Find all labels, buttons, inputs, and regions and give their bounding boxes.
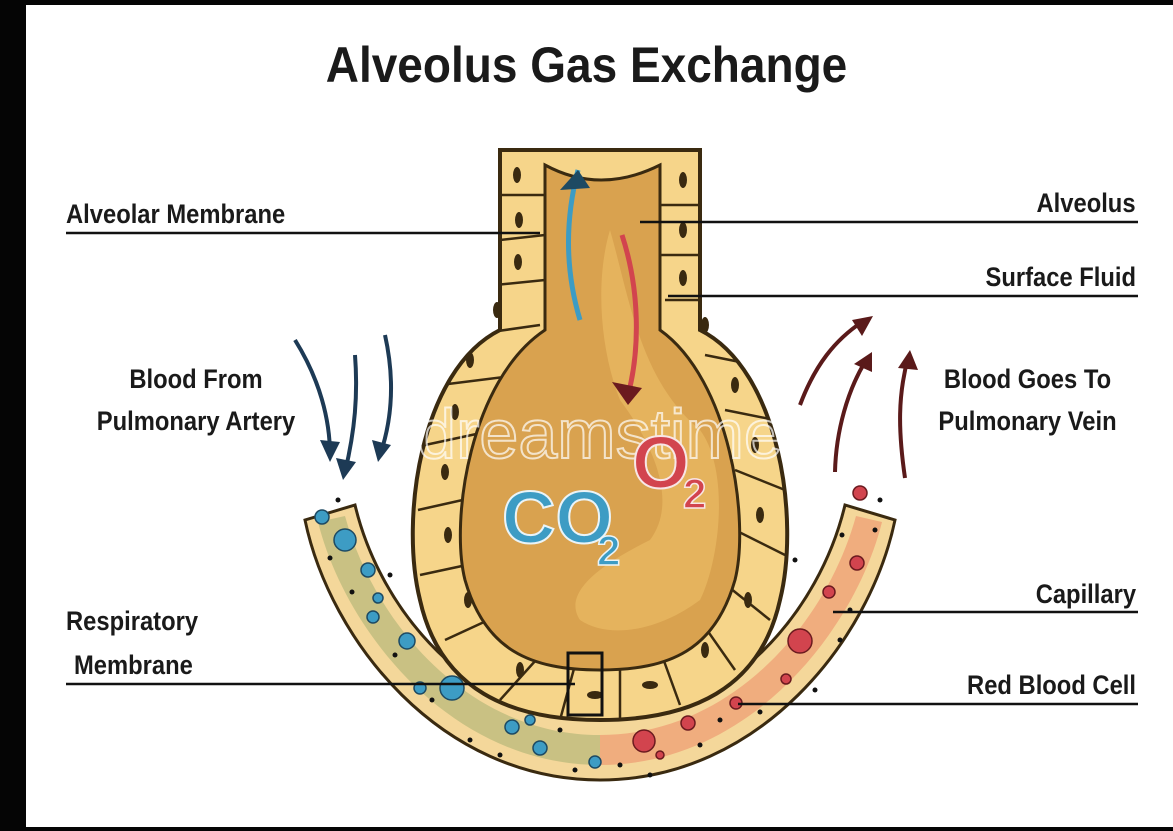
- label-respiratory-1: Respiratory: [66, 602, 198, 640]
- label-capillary: Capillary: [1036, 575, 1136, 613]
- label-blood-from-1: Blood From: [82, 360, 311, 398]
- label-blood-goes-1: Blood Goes To: [929, 360, 1127, 398]
- vein-outflow-arrows: [800, 322, 908, 478]
- o2-subscript: 2: [683, 470, 706, 517]
- watermark: dreamstime: [417, 395, 783, 473]
- o2-main-text: O: [632, 421, 690, 504]
- label-respiratory-2: Membrane: [74, 646, 193, 684]
- co2-subscript: 2: [597, 527, 620, 574]
- label-alveolar-membrane: Alveolar Membrane: [66, 195, 285, 233]
- label-blood-from-2: Pulmonary Artery: [78, 402, 314, 440]
- label-blood-goes-2: Pulmonary Vein: [920, 402, 1136, 440]
- label-alveolus: Alveolus: [1037, 184, 1136, 222]
- label-red-blood-cell: Red Blood Cell: [967, 666, 1136, 704]
- label-surface-fluid: Surface Fluid: [985, 258, 1136, 296]
